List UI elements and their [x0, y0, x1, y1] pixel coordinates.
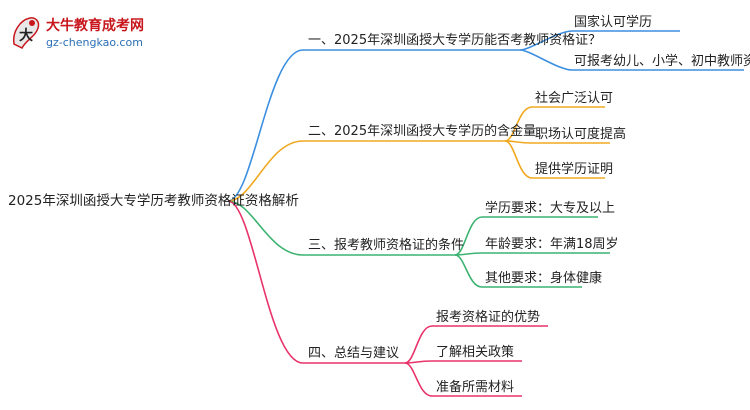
site-logo[interactable]: 大 大牛教育成考网 gz-chengkao.com [10, 14, 160, 54]
branch-2-connector [227, 140, 505, 202]
root-topic: 2025年深圳函授大专学历考教师资格证资格解析 [8, 193, 299, 209]
branch-1-connector [227, 49, 520, 202]
branch-3-child-2-connector [454, 252, 610, 256]
branch-3-child-1-connector [454, 216, 598, 256]
logo-site-name: 大牛教育成考网 [46, 18, 144, 34]
svg-text:大: 大 [19, 27, 33, 44]
branch-4-child-3-connector [404, 362, 522, 397]
branch-4-child-2-connector [404, 360, 522, 364]
branch-2-child-3: 提供学历证明 [535, 162, 614, 177]
branch-2-child-1-connector [504, 106, 605, 142]
branch-1-title: 一、2025年深圳函授大专学历能否考教师资格证？ [308, 33, 602, 48]
branch-1-child-2-connector [519, 49, 744, 71]
branch-4-title: 四、总结与建议 [308, 346, 400, 361]
branch-3-connector [227, 200, 455, 256]
branch-1-child-1-connector [519, 30, 680, 51]
branch-1-child-1: 国家认可学历 [574, 15, 653, 30]
branch-3-title: 三、报考教师资格证的条件 [308, 238, 465, 253]
branch-4-connector [227, 200, 405, 364]
branch-4-child-3: 准备所需材料 [436, 380, 515, 395]
logo-site-url: gz-chengkao.com [46, 36, 143, 49]
branch-2-child-2-connector [504, 140, 610, 144]
branch-4-child-2: 了解相关政策 [436, 345, 515, 360]
branch-3-child-3: 其他要求：身体健康 [485, 271, 603, 286]
branch-2-title: 二、2025年深圳函授大专学历的含金量 [308, 124, 537, 139]
branch-3-child-1: 学历要求：大专及以上 [485, 201, 616, 216]
branch-4-child-1: 报考资格证的优势 [436, 310, 541, 325]
branch-2-child-1: 社会广泛认可 [535, 91, 614, 106]
logo-icon: 大 [12, 17, 40, 50]
branch-3-child-3-connector [454, 254, 582, 288]
branch-2-child-3-connector [504, 140, 605, 179]
branch-4-child-1-connector [404, 325, 548, 364]
branch-3-child-2: 年龄要求：年满18周岁 [485, 237, 619, 252]
branch-1-child-2: 可报考幼儿、小学、初中教师资格证 [574, 54, 750, 69]
branch-2-child-2: 职场认可度提高 [535, 127, 627, 142]
